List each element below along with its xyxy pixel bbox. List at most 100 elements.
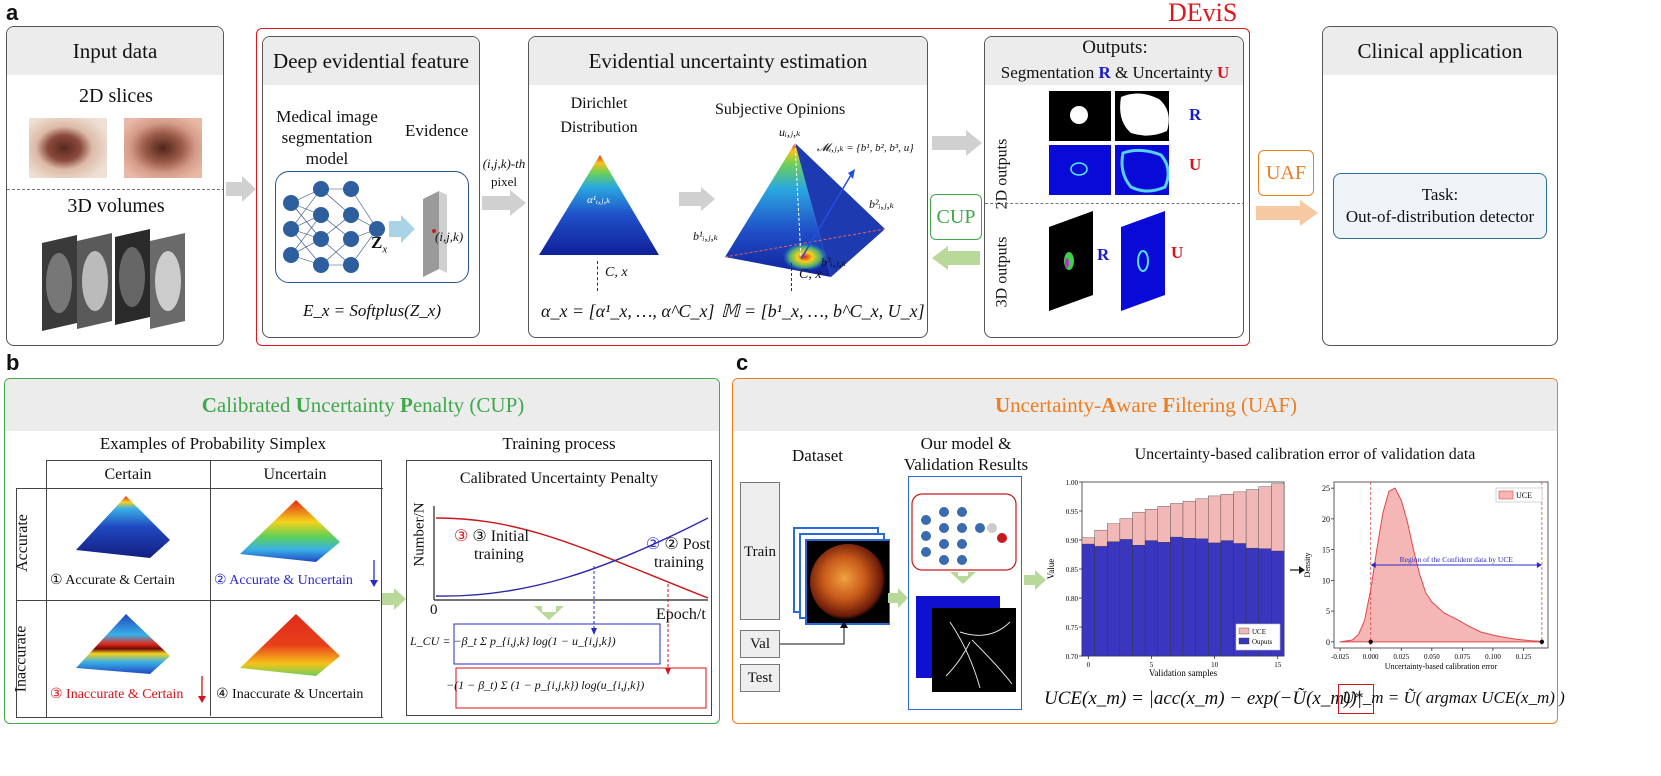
dirichlet-line-1: Dirichlet [570, 95, 628, 112]
x-tick-label: 0.100 [1485, 653, 1501, 661]
pixel-arrow-label-2: pixel [491, 174, 517, 189]
cup-title: Calibrated Uncertainty Penalty (CUP) [201, 393, 525, 417]
bar-outputs [1220, 540, 1234, 657]
bar-outputs [1182, 538, 1196, 657]
deep-evidential-title: Deep evidential feature [263, 37, 479, 85]
uaf-panel: Uncertainty-Aware Filtering (UAF) [732, 378, 1558, 724]
cup-badge: CUP [930, 194, 982, 240]
model-line-3: model [305, 149, 349, 168]
model-results-graphic [911, 493, 1017, 692]
devis-label: DEviS [1168, 0, 1238, 27]
alpha-label: α¹ᵢ,ⱼ,ₖ [587, 194, 611, 206]
down-arrow-red [198, 676, 206, 703]
test-box: Test [740, 664, 780, 692]
density-x-label: Uncertainty-based calibration error [1385, 662, 1498, 671]
initial-label: ③ ③ Initial [454, 528, 529, 545]
pixel-coord-label: (i,j,k) [435, 229, 464, 244]
task-box [1333, 173, 1547, 239]
panel-letter-c: c [736, 350, 749, 375]
divider-dashed [7, 189, 223, 190]
x-tick-label: 0.000 [1363, 653, 1379, 661]
bar-outputs [1170, 536, 1184, 657]
dataset-label: Dataset [792, 446, 843, 465]
arrow-to-training [382, 588, 406, 610]
u-label: uᵢ,ⱼ,ₖ [779, 125, 801, 139]
y-tick-label: 0.75 [1066, 624, 1079, 632]
y-tick-label: 0.70 [1066, 653, 1079, 661]
row-accurate: Accurate [13, 514, 31, 572]
clinical-box: Clinical application Task: Out-of-distri… [1322, 26, 1558, 346]
bar-outputs [1107, 541, 1121, 657]
label-3d: 3D outputs [993, 236, 1011, 308]
y-tick-label: 0.95 [1066, 508, 1079, 516]
outputs-divider [985, 203, 1243, 204]
lcu-formula-1: L_CU = −β_t Σ p_{i,j,k} log(1 − u_{i,j,k… [410, 634, 616, 648]
density-legend: UCE [1495, 487, 1543, 503]
val-box: Val [740, 630, 780, 658]
region-end-point [1539, 639, 1545, 645]
zx-label: Zx [371, 233, 388, 256]
initial-label-2: training [474, 546, 524, 563]
softplus-formula: E_x = Softplus(Z_x) [302, 301, 441, 320]
cup-header-bg [5, 379, 719, 431]
y-tick-label: 0.90 [1066, 537, 1079, 545]
uce-formula: UCE(x_m) = |acc(x_m) − exp(−Ũ(x_m))| [1044, 688, 1362, 709]
y-tick-label: 0 [1326, 638, 1330, 647]
b3-label: b³ᵢ,ⱼ,ₖ [821, 255, 847, 269]
cx1-label: C, x [605, 265, 628, 280]
calib-title: Uncertainty-based calibration error of v… [1134, 446, 1476, 463]
bar-x-label: Validation samples [1149, 668, 1218, 678]
r-3d-label: R [1097, 245, 1110, 264]
uce-density-chart: Region of the Confident data by UCE05101… [1303, 481, 1549, 671]
col-certain: Certain [104, 466, 152, 483]
cell-2-label: ② Accurate & Uncertain [214, 573, 353, 588]
uaf-title: Uncertainty-Aware Filtering (UAF) [994, 393, 1298, 417]
cx2-label: C, x [799, 267, 822, 282]
task-line-2: Out-of-distribution detector [1345, 207, 1535, 226]
arrow-to-calib [1024, 570, 1046, 590]
b1-label: b¹ᵢ,ⱼ,ₖ [693, 229, 719, 243]
cell-4-label: ④ Inaccurate & Uncertain [216, 687, 364, 702]
arrow-bar-to-density [1290, 566, 1305, 574]
density-y-label: Density [1303, 553, 1312, 578]
subjective-label: Subjective Opinions [715, 101, 846, 118]
subjective-pyramid [724, 142, 886, 277]
y-tick-label: 25 [1322, 484, 1330, 493]
devis-frame [256, 28, 1250, 346]
chart-title-cup: Calibrated Uncertainty Penalty [459, 470, 659, 487]
lcu-formula-2: −(1 − β_t) Σ (1 − p_{i,j,k}) log(u_{i,j,… [446, 678, 645, 692]
outputs-title: Outputs: [1082, 37, 1148, 58]
model-line-2: segmentation [281, 128, 373, 147]
cup-training-chart [433, 506, 709, 709]
model-label-1: Our model & [920, 434, 1012, 453]
arrow-uaf [1256, 200, 1318, 226]
panel-letter-a: a [6, 0, 19, 25]
bar-outputs [1195, 538, 1209, 657]
dirichlet-triangle [539, 155, 659, 255]
evidence-label: Evidence [405, 121, 469, 140]
y-tick-label: 10 [1322, 576, 1330, 585]
region-label: Region of the Confident data by UCE [1400, 555, 1514, 564]
x-tick-label: 0.075 [1455, 653, 1471, 661]
density-legend-swatch [1498, 490, 1514, 500]
uaf-badge: UAF [1258, 150, 1314, 196]
label-2d: 2D outputs [993, 138, 1011, 210]
legend-outputs-label: Ouputs [1252, 638, 1273, 646]
cx1-arrow [597, 261, 598, 291]
post-label: ② ② Post [646, 536, 711, 553]
model-label-2: Validation Results [903, 455, 1029, 474]
u-formula: U*_m = Ũ( argmax UCE(x_m) ) [1342, 688, 1565, 707]
pixel-arrow-label-1: (i,j,k)-th [482, 156, 526, 171]
x-tick-label: 5 [1150, 661, 1154, 669]
y-tick-label: 15 [1322, 546, 1330, 555]
input-data-title: Input data [7, 27, 223, 75]
r-2d-label: R [1189, 105, 1202, 124]
neural-network-icon [283, 181, 447, 277]
x-tick-label: 0.050 [1424, 653, 1440, 661]
fundus-stack [780, 527, 890, 645]
output-2d-images [1049, 91, 1169, 195]
examples-title: Examples of Probability Simplex [99, 434, 327, 453]
m-formula: 𝕄 = [b¹_x, …, b^C_x, U_x] [721, 301, 925, 321]
post-label-2: training [654, 554, 704, 571]
